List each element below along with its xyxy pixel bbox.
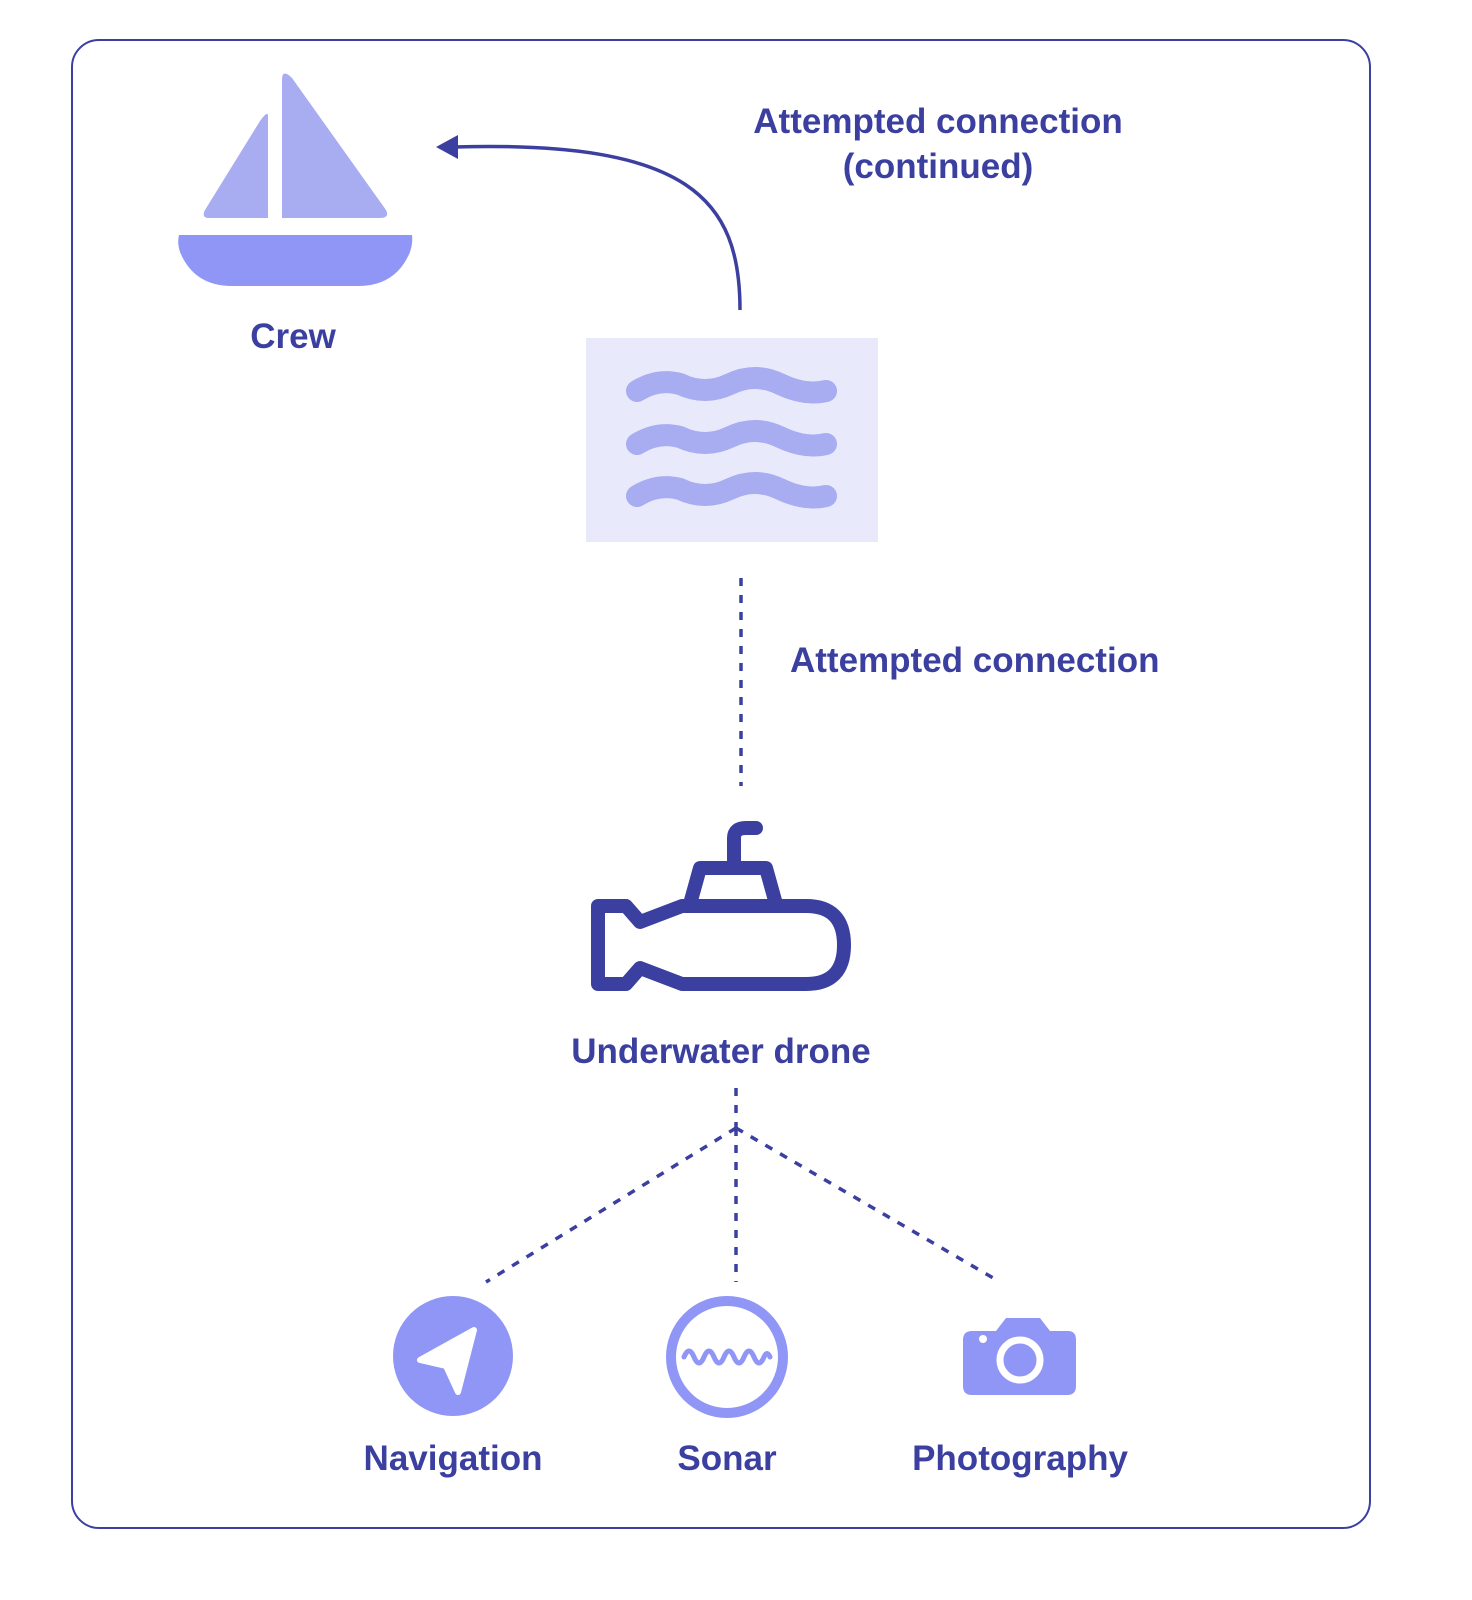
underwater-drone-label: Underwater drone — [571, 1032, 871, 1071]
waves-icon — [586, 338, 878, 542]
diagram-frame — [71, 39, 1371, 1529]
crew-label: Crew — [250, 317, 336, 356]
sonar-label: Sonar — [677, 1439, 777, 1478]
navigation-label: Navigation — [363, 1439, 543, 1478]
drone-connections — [485, 1088, 1001, 1284]
attempted-connection-label: Attempted connection — [790, 641, 1160, 680]
navigation-arrow-icon — [393, 1296, 513, 1416]
attempted-connection-continued-label-line2: (continued) — [842, 147, 1034, 186]
camera-icon — [963, 1318, 1076, 1395]
attempted-connection-continued-label-line1: Attempted connection — [753, 102, 1123, 141]
attempted-connection-continued-arrow — [453, 144, 742, 311]
submarine-icon — [591, 821, 851, 991]
photography-label: Photography — [912, 1439, 1128, 1478]
sonar-wave-icon — [666, 1296, 788, 1418]
arrowhead — [436, 135, 458, 159]
sailboat-icon — [178, 73, 413, 286]
